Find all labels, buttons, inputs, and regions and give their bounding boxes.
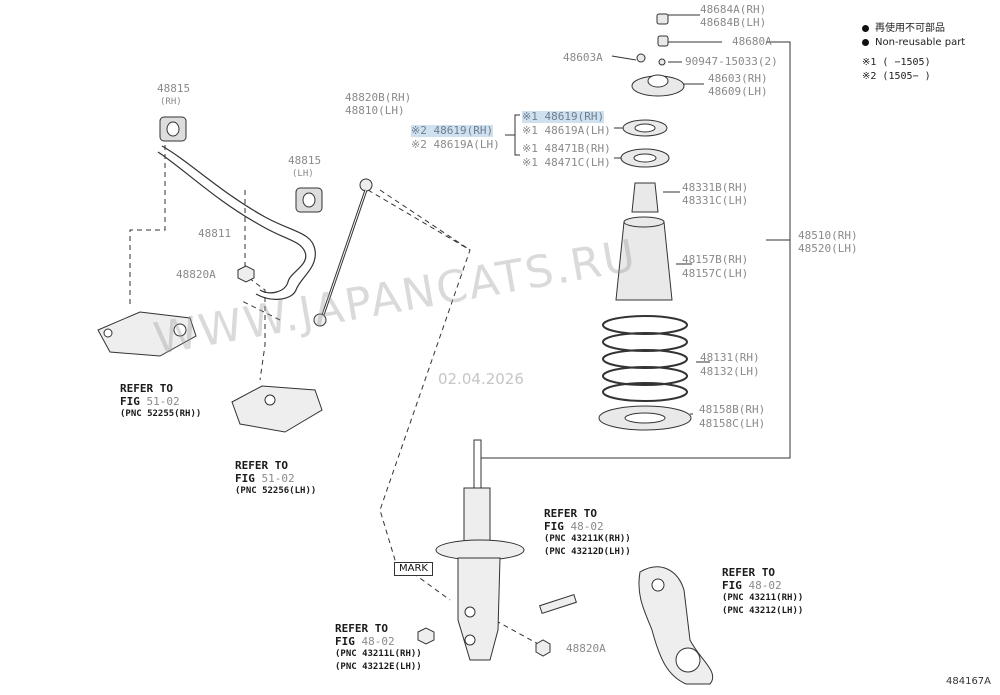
label-48815-lh-side: (LH)	[292, 169, 314, 179]
legend-jp: 再使用不可部品	[875, 23, 945, 34]
pnc-text-1: (PNC 43211L(RH))	[335, 649, 422, 659]
pnc-text-1: (PNC 43211(RH))	[722, 593, 804, 603]
assembly-bracket-line	[478, 41, 791, 459]
fig-link-51-02-lh[interactable]: 51-02	[261, 472, 295, 485]
legend-note-2: ※2 (1505− )	[862, 71, 931, 82]
pnc-text-2: (PNC 43212(LH))	[722, 606, 804, 616]
boot-48157	[615, 221, 673, 301]
label-48158c[interactable]: 48158C(LH)	[699, 417, 766, 430]
steering-knuckle	[638, 566, 713, 685]
refer-text: REFER TO	[722, 566, 775, 579]
label-48684b[interactable]: 48684B(LH)	[700, 16, 767, 29]
dashed-guide-link	[367, 189, 471, 601]
label-48811[interactable]: 48811	[198, 227, 232, 240]
pnc-text: (PNC 52255(RH))	[120, 409, 202, 419]
refer-block-52256: REFER TO FIG 51-02 (PNC 52256(LH))	[235, 459, 316, 498]
fig-prefix: FIG	[544, 520, 564, 533]
insulator-48158	[598, 405, 692, 431]
nut-48820a-left	[237, 265, 255, 283]
label-48815-lh[interactable]: 48815	[288, 154, 322, 167]
label-48132[interactable]: 48132(LH)	[700, 365, 760, 378]
nut-shock-lower	[417, 627, 435, 645]
label-90947[interactable]: 90947-15033(2)	[685, 55, 778, 68]
label-48157c[interactable]: 48157C(LH)	[682, 267, 749, 280]
label-48820a-left[interactable]: 48820A	[176, 268, 216, 281]
label-1-48471c[interactable]: ※1 48471C(LH)	[522, 156, 611, 169]
stabilizer-bar	[157, 145, 316, 300]
label-48331c[interactable]: 48331C(LH)	[682, 194, 749, 207]
label-48520[interactable]: 48520(LH)	[798, 242, 858, 255]
fig-prefix: FIG	[120, 395, 140, 408]
fig-link-51-02-rh[interactable]: 51-02	[146, 395, 180, 408]
refer-text: REFER TO	[235, 459, 288, 472]
label-48331b[interactable]: 48331B(RH)	[682, 181, 749, 194]
refer-block-43211k: REFER TO FIG 48-02 (PNC 43211K(RH)) (PNC…	[544, 507, 631, 559]
figure-id: 484167A	[946, 676, 992, 687]
label-48680a[interactable]: 48680A	[732, 35, 772, 48]
label-48603a[interactable]: 48603A	[563, 51, 603, 64]
refer-block-43211l: REFER TO FIG 48-02 (PNC 43211L(RH)) (PNC…	[335, 622, 422, 674]
label-1-48619[interactable]: ※1 48619(RH)	[522, 110, 605, 123]
bolt-90947	[658, 58, 666, 66]
bushing-48815-lh	[295, 187, 323, 213]
refer-block-43211: REFER TO FIG 48-02 (PNC 43211(RH)) (PNC …	[722, 566, 803, 618]
refer-text: REFER TO	[544, 507, 597, 520]
non-reusable-dot-icon	[862, 38, 869, 46]
cap-48684	[656, 13, 669, 25]
label-48510[interactable]: 48510(RH)	[798, 229, 858, 242]
shock-absorber	[435, 439, 525, 661]
pnc-text-2: (PNC 43212D(LH))	[544, 547, 631, 557]
fig-prefix: FIG	[235, 472, 255, 485]
refer-text: REFER TO	[120, 382, 173, 395]
pnc-text-1: (PNC 43211K(RH))	[544, 534, 631, 544]
legend-note-1: ※1 ( −1505)	[862, 57, 931, 68]
fig-link-48-02-b[interactable]: 48-02	[361, 635, 395, 648]
pnc-text-2: (PNC 43212E(LH))	[335, 662, 422, 672]
fig-prefix: FIG	[722, 579, 742, 592]
label-48609[interactable]: 48609(LH)	[708, 85, 768, 98]
refer-block-52255: REFER TO FIG 51-02 (PNC 52255(RH))	[120, 382, 201, 421]
label-48157b[interactable]: 48157B(RH)	[682, 253, 749, 266]
nut-48680a	[657, 35, 669, 47]
fig-prefix: FIG	[335, 635, 355, 648]
mark-label: MARK	[394, 562, 433, 576]
bolt-steering-knuckle	[539, 594, 577, 614]
label-48820a-bottom[interactable]: 48820A	[566, 642, 606, 655]
pnc-text: (PNC 52256(LH))	[235, 486, 317, 496]
label-48815-rh[interactable]: 48815	[157, 82, 191, 95]
refer-text: REFER TO	[335, 622, 388, 635]
bushing-48815-rh	[159, 116, 187, 142]
non-reusable-dot-icon	[862, 24, 869, 32]
legend-en: Non-reusable part	[875, 37, 966, 48]
legend: 再使用不可部品 Non-reusable part ※1 ( −1505) ※2…	[862, 22, 965, 84]
label-2-48619a[interactable]: ※2 48619A(LH)	[411, 138, 500, 151]
label-1-48471b[interactable]: ※1 48471B(RH)	[522, 142, 611, 155]
coil-spring-48131	[602, 315, 688, 402]
date-stamp: 02.04.2026	[438, 370, 524, 388]
stabilizer-link	[313, 178, 373, 327]
label-1-48619a[interactable]: ※1 48619A(LH)	[522, 124, 611, 137]
bracket-plate-rh	[97, 311, 197, 357]
label-48684a[interactable]: 48684A(RH)	[700, 3, 767, 16]
nut-48820a-bottom	[535, 639, 551, 657]
dashed-guide-left-1	[129, 118, 166, 305]
label-2-48619[interactable]: ※2 48619(RH)	[411, 124, 494, 137]
label-48158b[interactable]: 48158B(RH)	[699, 403, 766, 416]
label-48131[interactable]: 48131(RH)	[700, 351, 760, 364]
fig-link-48-02-a[interactable]: 48-02	[570, 520, 604, 533]
label-48815-rh-side: (RH)	[160, 97, 182, 107]
washer-48603a	[636, 53, 646, 63]
fig-link-48-02-c[interactable]: 48-02	[748, 579, 782, 592]
dashed-guide-left-2	[244, 190, 266, 381]
label-48810[interactable]: 48810(LH)	[345, 104, 405, 117]
bumper-48331	[631, 182, 659, 213]
bracket-plate-lh	[231, 385, 323, 433]
label-48603[interactable]: 48603(RH)	[708, 72, 768, 85]
label-48820b[interactable]: 48820B(RH)	[345, 91, 412, 104]
